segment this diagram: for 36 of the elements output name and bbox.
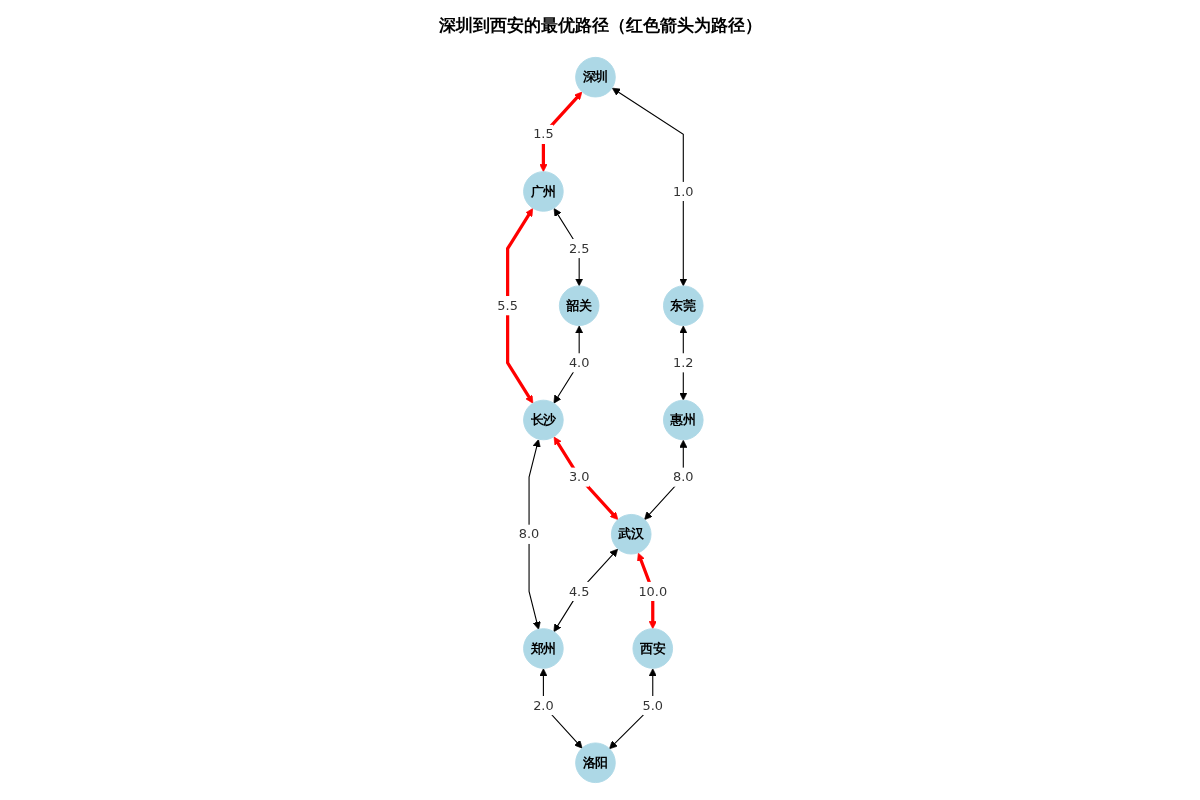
node-circle: 惠州	[662, 399, 704, 441]
node-circle: 韶关	[558, 285, 600, 326]
edge-label: 10.0	[638, 583, 667, 599]
node-circle: 西安	[632, 628, 673, 669]
arrow	[539, 668, 583, 749]
arrow	[643, 439, 688, 520]
edge-label: 4.5	[568, 583, 590, 599]
arrow	[608, 668, 657, 750]
node-circle: 深圳	[574, 56, 616, 98]
edge-label: 1.0	[672, 183, 694, 199]
edge-label: 1.5	[532, 126, 554, 142]
arrow	[553, 325, 583, 404]
node-circle: 武汉	[610, 514, 652, 555]
arrow	[553, 548, 618, 633]
edge-label: 4.0	[568, 355, 590, 370]
arrow	[528, 439, 541, 630]
arrow	[611, 87, 688, 287]
edge-label: 5.0	[642, 697, 663, 713]
edge-label: 2.5	[568, 240, 590, 256]
node-circle: 广州	[522, 171, 564, 212]
diagram-title: 深圳到西安的最优路径（红色箭头为路径）	[437, 14, 763, 37]
edge-label: 5.5	[497, 297, 518, 313]
edge-label: 3.0	[568, 469, 590, 485]
node-circle: 长沙	[522, 399, 564, 441]
arrow	[553, 436, 618, 520]
node-circle: 郑州	[522, 628, 564, 669]
edge-label: 8.0	[672, 469, 694, 485]
node-circle: 洛阳	[574, 742, 616, 784]
node-circle: 东莞	[662, 285, 704, 326]
arrow	[505, 208, 533, 404]
arrow	[679, 325, 688, 401]
edge-label: 8.0	[518, 526, 540, 542]
arrow	[553, 208, 583, 287]
arrow	[539, 91, 582, 172]
edge-label: 1.2	[672, 355, 694, 370]
edge-label: 2.0	[532, 697, 554, 713]
